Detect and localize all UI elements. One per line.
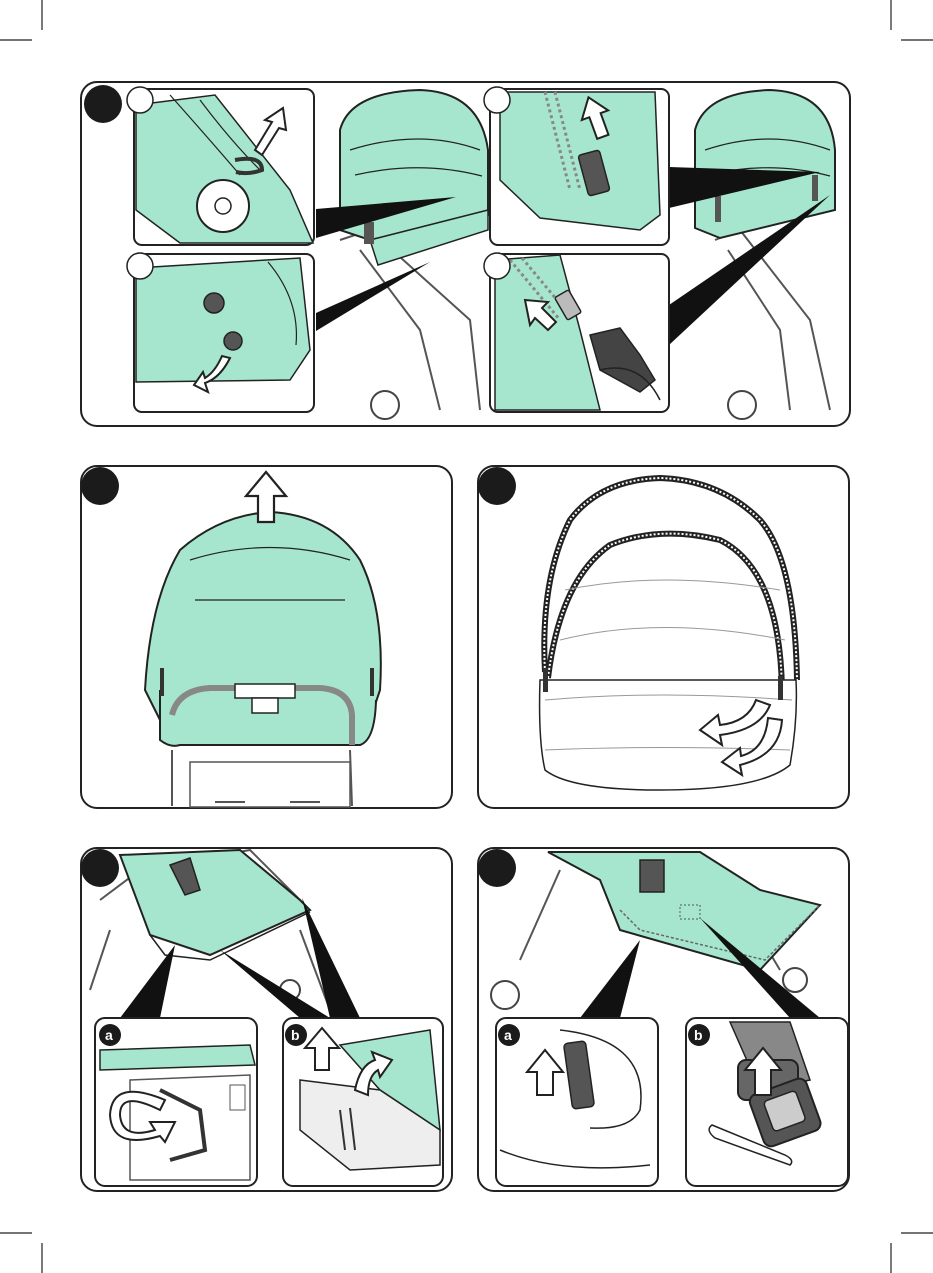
step-badge-3 — [478, 467, 516, 505]
inset-4b: b — [283, 1018, 443, 1186]
panel-step-5: a b — [478, 848, 849, 1191]
inset-label-4a: a — [105, 1027, 113, 1043]
panel-step-1 — [81, 82, 850, 426]
panel-step-4: a a b — [81, 848, 452, 1191]
inset-label-4b: b — [291, 1027, 300, 1043]
inset-4a: a a — [95, 1018, 257, 1186]
step-badge-4 — [81, 849, 119, 887]
inset-1c — [484, 87, 669, 245]
inset-5b: b — [686, 1018, 848, 1186]
inset-1a — [127, 87, 314, 245]
inset-5a: a — [496, 1018, 658, 1186]
panel-step-2 — [81, 466, 452, 808]
step-badge-2 — [81, 467, 119, 505]
panel-step-3 — [478, 466, 849, 808]
inset-1d — [484, 253, 669, 412]
step-badge-5 — [478, 849, 516, 887]
inset-1b — [127, 253, 314, 412]
step-badge-1 — [84, 85, 122, 123]
inset-label-5b: b — [694, 1027, 703, 1043]
inset-label-5a: a — [504, 1027, 512, 1043]
